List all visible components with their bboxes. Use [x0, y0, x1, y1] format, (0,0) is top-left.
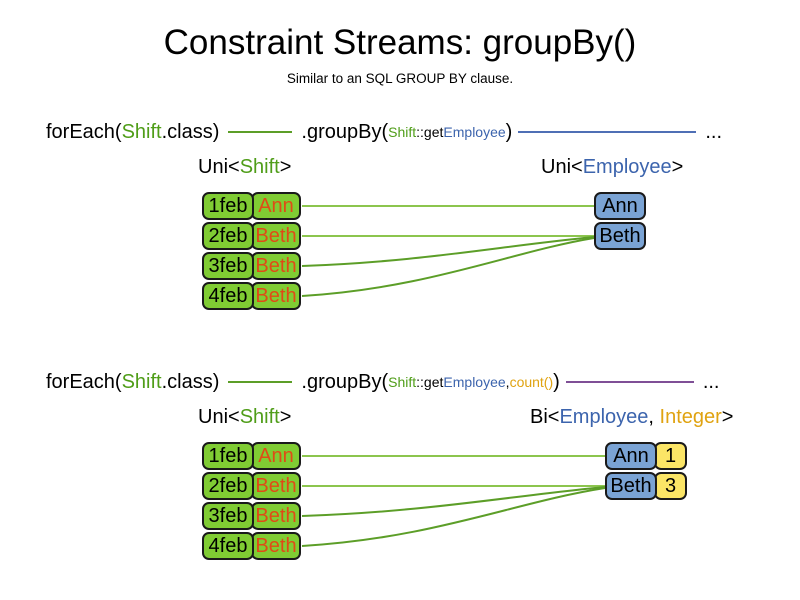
- shift-date-cell: 2feb: [202, 222, 254, 250]
- type-label-prefix: Uni<: [198, 406, 240, 428]
- link2-shift-4feb-to-beth: [301, 487, 606, 547]
- for-each-keyword: forEach(: [46, 370, 122, 393]
- for-each-type: Shift: [121, 370, 162, 393]
- group-employee-cell: Ann: [605, 442, 657, 470]
- for-each-suffix: .class): [161, 120, 220, 143]
- group-by-arg-class: Shift: [388, 374, 417, 390]
- type-label-suffix: >: [279, 406, 292, 428]
- shift-employee-cell: Beth: [251, 502, 301, 530]
- group-by-keyword: .groupBy(: [301, 120, 389, 143]
- group-row[interactable]: Ann 1: [605, 442, 687, 470]
- for-each-type: Shift: [121, 120, 162, 143]
- shift-date-cell: 1feb: [202, 442, 254, 470]
- connector-foreach-to-groupby: [228, 131, 293, 133]
- for-each-keyword: forEach(: [46, 120, 122, 143]
- group-by-arg-class: Shift: [388, 124, 417, 140]
- group-count-cell: 1: [654, 442, 687, 470]
- shift-row[interactable]: 1feb Ann: [202, 192, 301, 220]
- group-row[interactable]: Ann: [594, 192, 646, 220]
- shift-date-cell: 3feb: [202, 502, 254, 530]
- group-by-keyword: .groupBy(: [301, 370, 389, 393]
- for-each-suffix: .class): [161, 370, 220, 393]
- type-label-prefix: Bi<: [530, 406, 560, 428]
- page-title: Constraint Streams: groupBy(): [163, 23, 637, 62]
- page-subtitle: Similar to an SQL GROUP BY clause.: [286, 71, 514, 86]
- shift-date-cell: 1feb: [202, 192, 254, 220]
- connector-groupby-to-ellipsis: [565, 381, 694, 383]
- shift-employee-cell: Beth: [251, 282, 301, 310]
- type-label-generic-2: Integer: [659, 406, 722, 428]
- connector-groupby-to-ellipsis: [518, 131, 697, 133]
- type-label-bi-employee-integer: Bi<Employee, Integer>: [530, 406, 733, 429]
- group-by-arg-property: Employee: [443, 124, 506, 140]
- group-by-arg-separator: ,: [505, 374, 510, 390]
- group-count-cell: 3: [654, 472, 687, 500]
- code-line-groupby-single: forEach(Shift.class) .groupBy(Shift::get…: [46, 117, 776, 147]
- link-shift-3feb-to-beth: [301, 236, 595, 267]
- shift-employee-cell: Ann: [251, 192, 301, 220]
- type-label-generic: Employee: [582, 156, 672, 178]
- type-label-generic: Shift: [239, 406, 280, 428]
- shift-employee-cell: Beth: [251, 222, 301, 250]
- code-ellipsis: ...: [702, 370, 720, 393]
- group-by-arg-method: ::get: [416, 374, 444, 390]
- type-label-uni-shift: Uni<Shift>: [198, 406, 291, 429]
- type-label-prefix: Uni<: [541, 156, 583, 178]
- shift-row[interactable]: 4feb Beth: [202, 532, 301, 560]
- shift-row[interactable]: 3feb Beth: [202, 252, 301, 280]
- shift-row[interactable]: 3feb Beth: [202, 502, 301, 530]
- code-line-groupby-count: forEach(Shift.class) .groupBy(Shift::get…: [46, 367, 776, 397]
- group-employee-cell: Ann: [594, 192, 646, 220]
- group-employee-cell: Beth: [605, 472, 657, 500]
- group-by-arg-collector: count(): [509, 374, 554, 390]
- type-label-uni-shift: Uni<Shift>: [198, 156, 291, 179]
- shift-date-cell: 3feb: [202, 252, 254, 280]
- type-label-prefix: Uni<: [198, 156, 240, 178]
- shift-date-cell: 4feb: [202, 282, 254, 310]
- shift-date-cell: 4feb: [202, 532, 254, 560]
- group-employee-cell: Beth: [594, 222, 646, 250]
- group-by-arg-method: ::get: [416, 124, 444, 140]
- group-row[interactable]: Beth: [594, 222, 646, 250]
- group-row[interactable]: Beth 3: [605, 472, 687, 500]
- shift-employee-cell: Ann: [251, 442, 301, 470]
- shift-row[interactable]: 1feb Ann: [202, 442, 301, 470]
- shift-employee-cell: Beth: [251, 252, 301, 280]
- type-label-uni-employee: Uni<Employee>: [541, 156, 683, 179]
- shift-date-cell: 2feb: [202, 472, 254, 500]
- type-label-suffix: >: [279, 156, 292, 178]
- group-by-arg-property: Employee: [443, 374, 506, 390]
- type-label-generic: Shift: [239, 156, 280, 178]
- type-label-separator: ,: [648, 406, 660, 428]
- type-label-suffix: >: [721, 406, 734, 428]
- shift-employee-cell: Beth: [251, 532, 301, 560]
- shift-row[interactable]: 2feb Beth: [202, 222, 301, 250]
- link2-shift-3feb-to-beth: [301, 486, 606, 517]
- code-ellipsis: ...: [705, 120, 723, 143]
- link-shift-4feb-to-beth: [301, 237, 595, 297]
- connector-foreach-to-groupby: [228, 381, 293, 383]
- type-label-suffix: >: [671, 156, 684, 178]
- shift-employee-cell: Beth: [251, 472, 301, 500]
- shift-row[interactable]: 4feb Beth: [202, 282, 301, 310]
- group-by-close-paren: ): [553, 370, 560, 393]
- type-label-generic: Employee: [559, 406, 649, 428]
- group-by-close-paren: ): [505, 120, 513, 143]
- shift-row[interactable]: 2feb Beth: [202, 472, 301, 500]
